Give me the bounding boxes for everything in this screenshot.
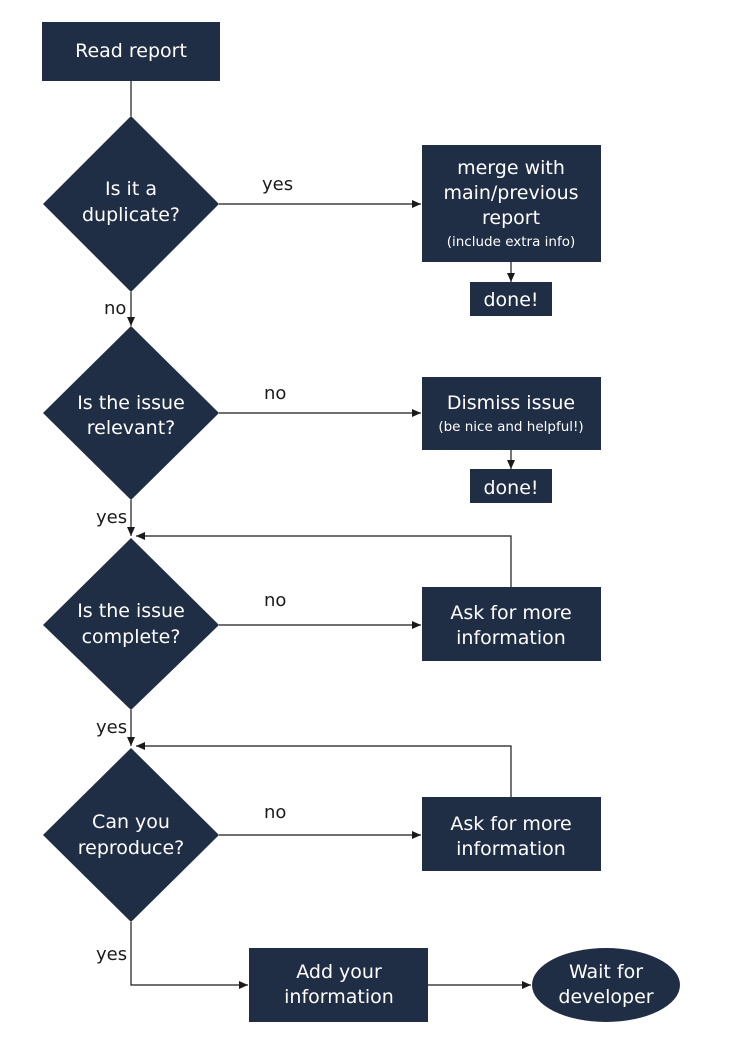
node-read-report-label: Read report <box>75 40 187 62</box>
node-add-info-line2: information <box>284 986 394 1008</box>
decision-is-relevant: Is the issue relevant? <box>43 326 219 500</box>
label-complete-yes: yes <box>96 717 127 738</box>
decision-is-complete-line2: complete? <box>82 626 181 648</box>
label-duplicate-no: no <box>104 298 126 319</box>
node-merge-line3: report <box>482 207 540 229</box>
edge-ask1-loop-back <box>136 532 512 587</box>
node-dismiss-line1: Dismiss issue <box>447 392 575 414</box>
node-wait-developer-line1: Wait for <box>569 961 643 983</box>
node-ask-more-info-2: Ask for more information <box>422 797 601 871</box>
node-merge-line1: merge with <box>457 157 565 179</box>
decision-can-reproduce-line1: Can you <box>92 811 170 833</box>
decision-is-complete-line1: Is the issue <box>77 600 185 622</box>
node-wait-developer-line2: developer <box>558 986 653 1008</box>
node-dismiss: Dismiss issue (be nice and helpful!) <box>422 377 601 450</box>
label-reproduce-no: no <box>264 802 286 823</box>
node-ask-more-info-1-line2: information <box>456 627 566 649</box>
label-duplicate-yes: yes <box>262 174 293 195</box>
connectors <box>127 81 531 989</box>
label-reproduce-yes: yes <box>96 944 127 965</box>
decision-is-duplicate-line1: Is it a <box>105 178 157 200</box>
node-ask-more-info-1: Ask for more information <box>422 587 601 661</box>
label-relevant-no: no <box>264 383 286 404</box>
node-wait-developer: Wait for developer <box>532 948 680 1022</box>
decision-can-reproduce-line2: reproduce? <box>78 837 185 859</box>
decision-is-duplicate: Is it a duplicate? <box>43 116 219 292</box>
node-read-report: Read report <box>42 22 220 81</box>
node-add-info-line1: Add your <box>296 961 382 983</box>
decision-is-complete: Is the issue complete? <box>43 538 219 710</box>
node-done-2-label: done! <box>483 477 538 499</box>
node-done-2: done! <box>470 469 552 503</box>
node-merge: merge with main/previous report (include… <box>422 145 601 262</box>
decision-is-relevant-line2: relevant? <box>87 417 176 439</box>
node-done-1: done! <box>470 282 552 316</box>
node-done-1-label: done! <box>483 289 538 311</box>
node-ask-more-info-2-line1: Ask for more <box>450 813 571 835</box>
decision-is-relevant-line1: Is the issue <box>77 392 185 414</box>
edge-reproduce-yes <box>130 922 248 989</box>
node-ask-more-info-2-line2: information <box>456 838 566 860</box>
node-add-info: Add your information <box>249 948 428 1022</box>
label-relevant-yes: yes <box>96 507 127 528</box>
node-ask-more-info-1-line1: Ask for more <box>450 602 571 624</box>
node-dismiss-sub: (be nice and helpful!) <box>438 419 583 435</box>
node-merge-sub: (include extra info) <box>447 234 576 250</box>
edge-ask2-loop-back <box>136 742 512 797</box>
decision-can-reproduce: Can you reproduce? <box>43 748 219 922</box>
edge-labels: yes no no yes no yes no yes <box>96 174 293 965</box>
decision-is-duplicate-line2: duplicate? <box>82 204 180 226</box>
label-complete-no: no <box>264 590 286 611</box>
node-merge-line2: main/previous <box>443 182 578 204</box>
